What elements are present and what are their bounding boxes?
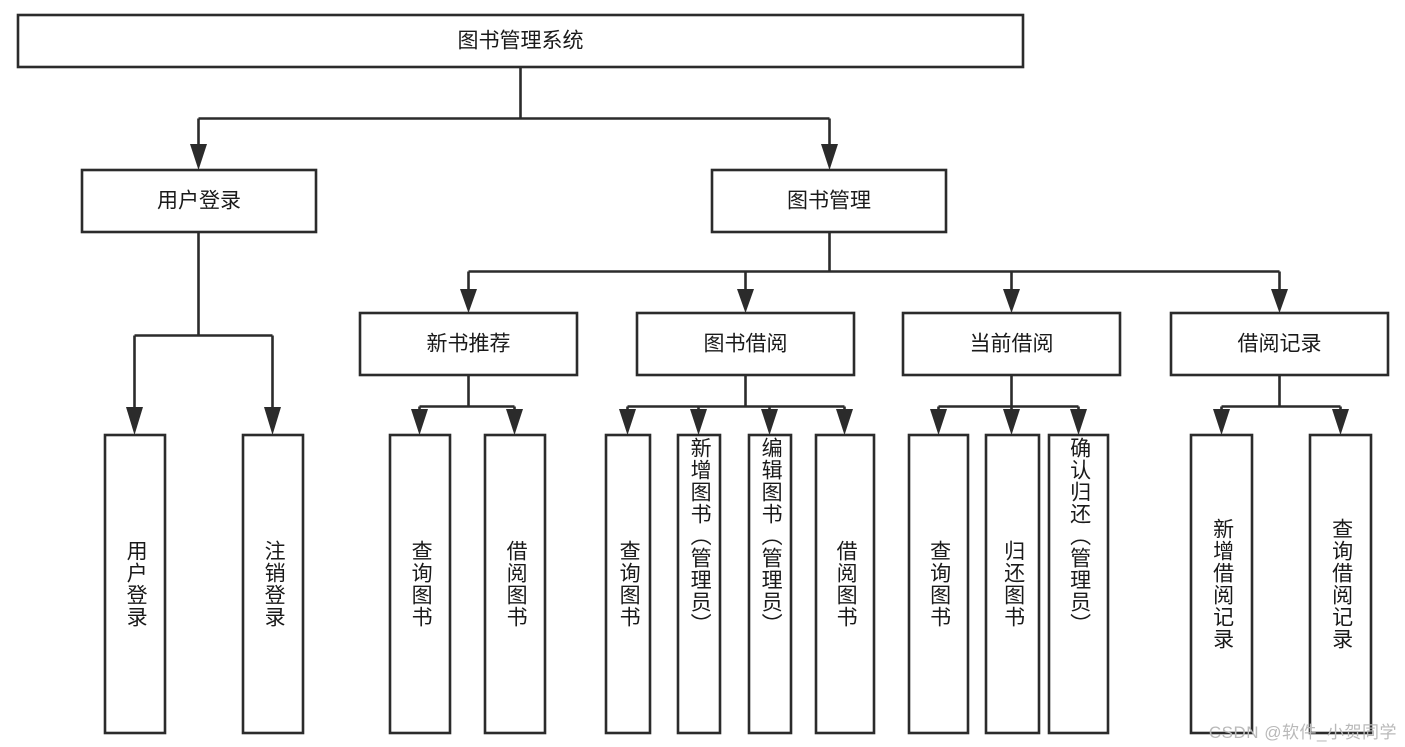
node-new-book-rec[interactable]: 新书推荐 <box>358 311 579 377</box>
node-leaf-query-book-1-box[interactable] <box>388 433 452 735</box>
node-leaf-edit-book-box[interactable] <box>747 433 793 735</box>
node-current-borrow-box[interactable] <box>901 311 1122 377</box>
arrow-head-leaf-add-record <box>1213 409 1230 435</box>
node-leaf-add-book-box[interactable] <box>676 433 722 735</box>
node-new-book-rec-box[interactable] <box>358 311 579 377</box>
arrow-head-leaf-query-book-2 <box>619 409 636 435</box>
node-book-manage-label: 图书管理 <box>787 190 871 213</box>
arrow-head-leaf-edit-book <box>761 409 778 435</box>
node-borrow-record-label: 借阅记录 <box>1238 333 1322 356</box>
arrow-head-book-manage <box>821 144 838 170</box>
node-leaf-logout-box[interactable] <box>241 433 305 735</box>
node-book-manage-box[interactable] <box>710 168 948 234</box>
arrow-head-current-borrow <box>1003 289 1020 313</box>
node-current-borrow[interactable]: 当前借阅 <box>901 311 1122 377</box>
arrow-head-leaf-query-book-1 <box>411 409 428 435</box>
node-leaf-query-record-box[interactable] <box>1308 433 1373 735</box>
node-leaf-add-record-box[interactable] <box>1189 433 1254 735</box>
node-user-login[interactable]: 用户登录 <box>80 168 318 234</box>
node-user-login-box[interactable] <box>80 168 318 234</box>
node-current-borrow-label: 当前借阅 <box>970 333 1054 356</box>
node-borrow-record[interactable]: 借阅记录 <box>1169 311 1390 377</box>
watermark-text: CSDN @软件_小贺同学 <box>1208 723 1397 742</box>
arrow-head-leaf-return-book <box>1003 409 1020 435</box>
node-leaf-confirm-return-box[interactable] <box>1047 433 1110 735</box>
arrow-head-leaf-confirm-return <box>1070 409 1087 435</box>
arrow-head-leaf-borrow-book-2 <box>836 409 853 435</box>
node-root-label: 图书管理系统 <box>458 30 584 53</box>
node-leaf-query-book-3-box[interactable] <box>907 433 970 735</box>
node-leaf-borrow-book-2-box[interactable] <box>814 433 876 735</box>
arrow-head-book-borrow <box>737 289 754 313</box>
node-user-login-label: 用户登录 <box>157 190 241 213</box>
arrow-head-leaf-logout <box>264 407 281 435</box>
node-book-borrow[interactable]: 图书借阅 <box>635 311 856 377</box>
node-root-box[interactable] <box>16 13 1025 69</box>
node-leaf-query-book-2-box[interactable] <box>604 433 652 735</box>
arrow-head-leaf-query-book-3 <box>930 409 947 435</box>
connector-group <box>126 67 1349 435</box>
node-leaf-user-login-box[interactable] <box>103 433 167 735</box>
arrow-head-leaf-user-login <box>126 407 143 435</box>
node-new-book-rec-label: 新书推荐 <box>427 333 511 356</box>
arrow-head-borrow-record <box>1271 289 1288 313</box>
node-borrow-record-box[interactable] <box>1169 311 1390 377</box>
node-book-borrow-box[interactable] <box>635 311 856 377</box>
arrow-head-leaf-add-book <box>690 409 707 435</box>
arrow-head-new-book-rec <box>460 289 477 313</box>
arrow-head-user-login <box>190 144 207 170</box>
node-root[interactable]: 图书管理系统 <box>16 13 1025 69</box>
node-leaf-return-book-box[interactable] <box>984 433 1041 735</box>
node-book-manage[interactable]: 图书管理 <box>710 168 948 234</box>
node-book-borrow-label: 图书借阅 <box>704 333 788 356</box>
node-leaf-borrow-book-1-box[interactable] <box>483 433 547 735</box>
leaf-box-group <box>103 433 1373 735</box>
arrow-head-leaf-query-record <box>1332 409 1349 435</box>
arrow-head-leaf-borrow-book-1 <box>506 409 523 435</box>
